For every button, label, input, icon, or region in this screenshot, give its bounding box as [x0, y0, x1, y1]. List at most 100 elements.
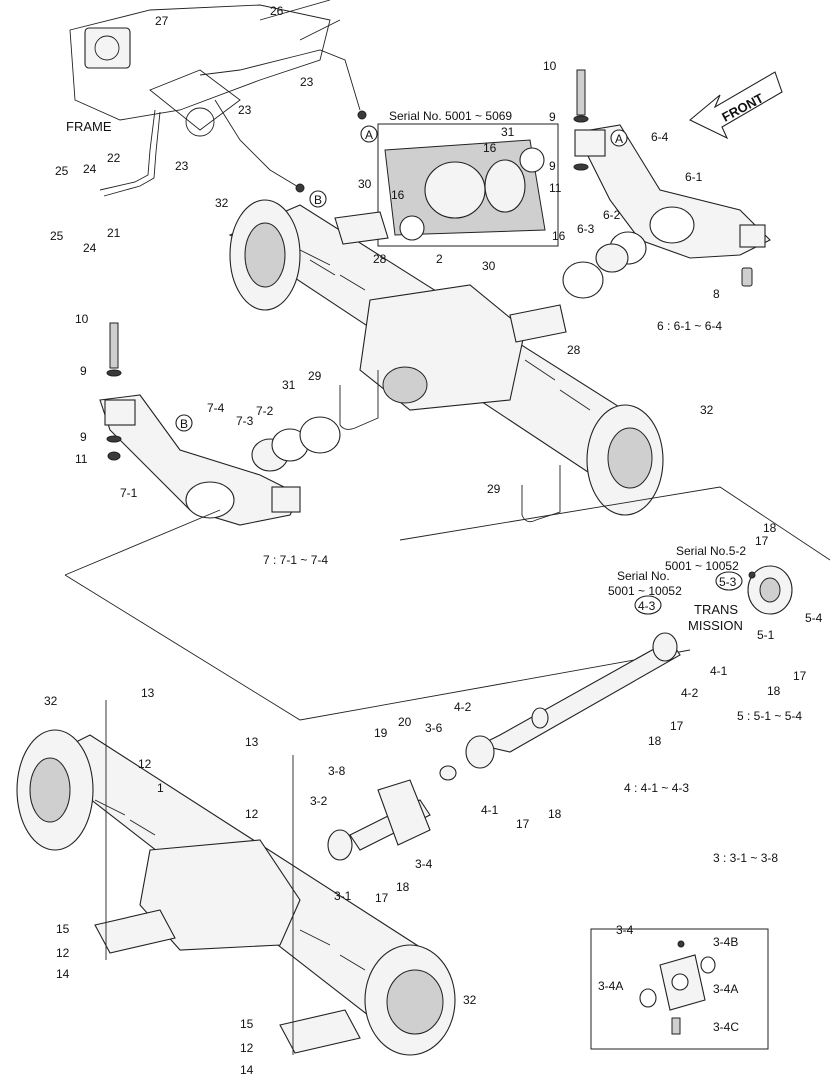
- callout-numbers: 27 26 23 23 23 22 21 24 24 25 25 32 30 2…: [44, 4, 823, 1077]
- callout-29: 29: [308, 369, 322, 383]
- callout-7-4: 7-4: [207, 401, 225, 415]
- callout-4-2: 4-2: [681, 686, 699, 700]
- callout-23: 23: [300, 75, 314, 89]
- callout-3-1: 3-1: [334, 889, 352, 903]
- callout-14: 14: [56, 967, 70, 981]
- ring-31-lower: [299, 416, 341, 454]
- callout-12: 12: [240, 1041, 254, 1055]
- marker-a-top: A: [365, 128, 373, 142]
- callout-3-4a: 3-4A: [598, 979, 623, 993]
- callout-18: 18: [648, 734, 662, 748]
- callout-17: 17: [375, 891, 389, 905]
- callout-15: 15: [240, 1017, 254, 1031]
- callout-24: 24: [83, 162, 97, 176]
- u-bolt-lower: [521, 465, 561, 523]
- brake-lines: [99, 49, 367, 197]
- callout-3-6: 3-6: [425, 721, 443, 735]
- callout-10: 10: [75, 312, 89, 326]
- group-divider-upper: [64, 486, 831, 576]
- callout-5-4: 5-4: [805, 611, 823, 625]
- callout-24: 24: [83, 241, 97, 255]
- detail-inset-3-4: [590, 928, 769, 1050]
- callout-25: 25: [55, 164, 69, 178]
- group-note-5: 5 : 5-1 ~ 5-4: [737, 709, 802, 723]
- callout-3-4a: 3-4A: [713, 982, 738, 996]
- callout-6-1: 6-1: [685, 170, 703, 184]
- callout-26: 26: [270, 4, 284, 18]
- detail-inset-title: 3-4: [616, 923, 634, 937]
- frame-label: FRAME: [66, 119, 112, 134]
- group-note-6: 6 : 6-1 ~ 6-4: [657, 319, 722, 333]
- callout-10: 10: [543, 59, 557, 73]
- mount-block-upper-right: [509, 304, 567, 343]
- callout-32: 32: [463, 993, 477, 1007]
- callout-16: 16: [391, 188, 405, 202]
- transmission-label-line2: MISSION: [688, 618, 743, 633]
- mount-block-upper-left: [334, 211, 389, 245]
- callout-3-4b: 3-4B: [713, 935, 738, 949]
- callout-29: 29: [487, 482, 501, 496]
- callout-20: 20: [398, 715, 412, 729]
- front-axle-assembly: [228, 199, 664, 516]
- callout-23: 23: [175, 159, 189, 173]
- bolt-10-upper: [576, 69, 586, 116]
- marker-b-bracket: B: [180, 417, 188, 431]
- marker-5-3: 5-3: [719, 575, 737, 589]
- callout-30: 30: [358, 177, 372, 191]
- callout-4-1: 4-1: [710, 664, 728, 678]
- serial-note-5-2-line2: 5001 ~ 10052: [665, 559, 739, 573]
- shaft-3: [327, 765, 457, 861]
- callout-18: 18: [763, 521, 777, 535]
- serial-inset: Serial No. 5001 ~ 5069: [377, 109, 559, 247]
- callout-9: 9: [80, 364, 87, 378]
- callout-3-8: 3-8: [328, 764, 346, 778]
- frame-drawing: [69, 0, 341, 137]
- callout-13: 13: [141, 686, 155, 700]
- callout-6-3: 6-3: [577, 222, 595, 236]
- bracket-7-1: [99, 394, 301, 526]
- plate-15-left: [94, 909, 176, 954]
- transmission-label-line1: TRANS: [694, 602, 738, 617]
- callout-18: 18: [396, 880, 410, 894]
- callout-4-1: 4-1: [481, 803, 499, 817]
- group-note-4: 4 : 4-1 ~ 4-3: [624, 781, 689, 795]
- callout-7-1: 7-1: [120, 486, 138, 500]
- pin-8: [741, 267, 753, 287]
- marker-b-top: B: [314, 193, 322, 207]
- callout-6-4: 6-4: [651, 130, 669, 144]
- callout-11: 11: [549, 181, 562, 195]
- plate-15-right: [279, 1009, 361, 1054]
- callout-11: 11: [75, 452, 88, 466]
- callout-17: 17: [670, 719, 684, 733]
- callout-6-2: 6-2: [603, 208, 621, 222]
- callout-3-4: 3-4: [415, 857, 433, 871]
- callout-17: 17: [793, 669, 807, 683]
- callout-32: 32: [44, 694, 58, 708]
- callout-16: 16: [483, 141, 497, 155]
- ring-16-upper: [562, 261, 604, 299]
- callout-9: 9: [80, 430, 87, 444]
- callout-15: 15: [56, 922, 70, 936]
- callout-31: 31: [501, 125, 515, 139]
- callout-7-2: 7-2: [256, 404, 274, 418]
- callout-32: 32: [215, 196, 229, 210]
- callout-22: 22: [107, 151, 121, 165]
- callout-17: 17: [516, 817, 530, 831]
- callout-3-2: 3-2: [310, 794, 328, 808]
- callout-27: 27: [155, 14, 169, 28]
- callout-2: 2: [436, 252, 443, 266]
- callout-1: 1: [157, 781, 164, 795]
- marker-a-bracket: A: [615, 132, 623, 146]
- propeller-shaft-4: [465, 632, 681, 769]
- circled-markers: A B A B 5-3 4-3: [175, 125, 743, 615]
- serial-note-4-3-line1: Serial No.: [617, 569, 670, 583]
- callout-12: 12: [56, 946, 70, 960]
- callout-30: 30: [482, 259, 496, 273]
- callout-14: 14: [240, 1063, 254, 1077]
- group-note-7: 7 : 7-1 ~ 7-4: [263, 553, 328, 567]
- callout-25: 25: [50, 229, 64, 243]
- callout-17: 17: [755, 534, 769, 548]
- callout-31: 31: [282, 378, 296, 392]
